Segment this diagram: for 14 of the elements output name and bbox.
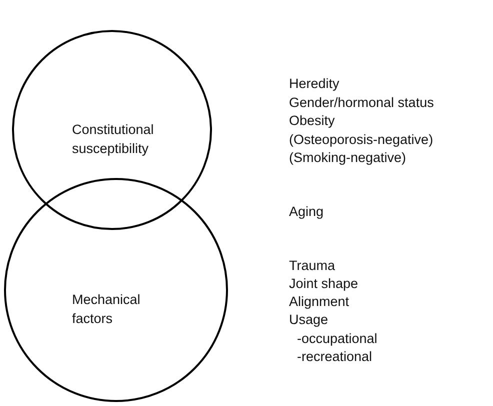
factor-text: Aging (289, 204, 324, 220)
factor-text: (Osteoporosis-negative) (289, 132, 434, 148)
factor-text: Joint shape (289, 276, 358, 292)
circle-label: Constitutional susceptibility (72, 121, 155, 158)
factor-text: -recreational (297, 349, 372, 365)
factor-text: Gender/hormonal status (289, 95, 434, 111)
factor-text: Obesity (289, 113, 335, 129)
factor-text: Heredity (289, 76, 340, 92)
factor-text: Usage (289, 312, 328, 328)
circle-label: Mechanical factors (72, 291, 142, 328)
factor-text: Trauma (289, 258, 336, 274)
factor-text: -occupational (297, 331, 378, 347)
factor-text: Alignment (289, 294, 350, 310)
factor-text: (Smoking-negative) (289, 150, 406, 166)
